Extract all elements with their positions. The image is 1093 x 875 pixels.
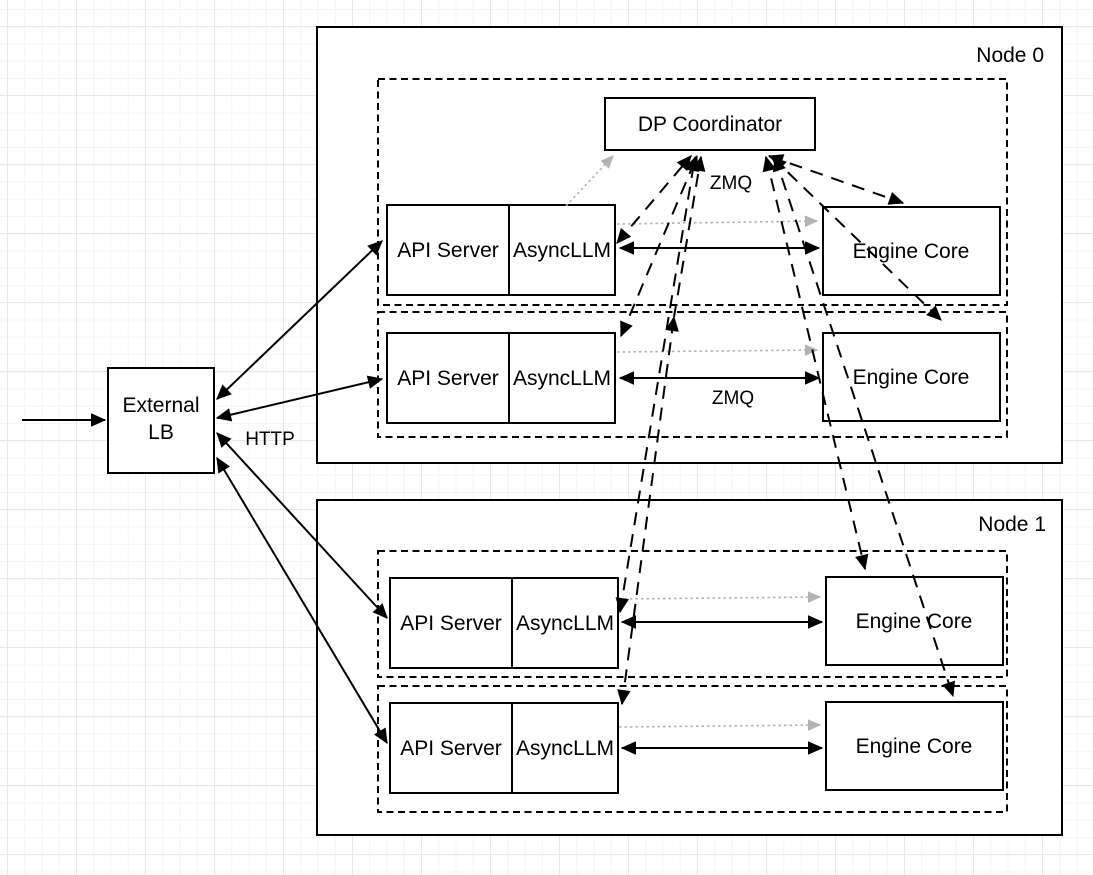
external-lb-label-line1: External bbox=[122, 394, 199, 417]
engine-core-label-1: Engine Core bbox=[853, 240, 970, 263]
http-edge-label: HTTP bbox=[245, 429, 295, 450]
apiserver-label-1: API Server bbox=[397, 239, 499, 262]
apiserver-label-4: API Server bbox=[400, 737, 502, 760]
apiserver-label-3: API Server bbox=[400, 612, 502, 635]
dp-coordinator-box bbox=[604, 97, 816, 151]
node0-dp-group-1 bbox=[377, 78, 1008, 306]
apiserver-asyncllm-box-3 bbox=[389, 577, 619, 669]
edge-lb-apiserver-2 bbox=[215, 375, 384, 422]
asyncllm-label-3: AsyncLLM bbox=[516, 612, 614, 635]
edge-lb-apiserver-1 bbox=[216, 240, 383, 400]
edge-dotted-asyncllm-engine-4 bbox=[618, 719, 822, 731]
apiserver-asyncllm-box-2 bbox=[386, 332, 616, 424]
node1-label: Node 1 bbox=[978, 513, 1046, 536]
edge-dashed-asyncllm4-coordinator-b bbox=[673, 155, 706, 318]
external-lb-box bbox=[107, 367, 215, 474]
edge-dashed-coordinator-engine-4 bbox=[772, 155, 956, 698]
apiserver-asyncllm-box-1 bbox=[386, 204, 616, 296]
external-lb-label-line2: LB bbox=[148, 421, 174, 444]
apiserver-label-2: API Server bbox=[397, 367, 499, 390]
engine-core-label-2: Engine Core bbox=[853, 366, 970, 389]
node1-dp-group-2 bbox=[377, 685, 1008, 813]
zmq-row2-edge-label: ZMQ bbox=[712, 388, 754, 409]
asyncllm-label-2: AsyncLLM bbox=[513, 367, 611, 390]
asyncllm-label-4: AsyncLLM bbox=[516, 737, 614, 760]
node0-label: Node 0 bbox=[976, 44, 1044, 67]
engine-core-box-4 bbox=[825, 701, 1004, 791]
apiserver-asyncllm-box-4 bbox=[389, 702, 619, 794]
edge-dotted-asyncllm1-coordinator bbox=[565, 155, 614, 207]
engine-core-label-3: Engine Core bbox=[856, 610, 973, 633]
edge-lb-apiserver-4 bbox=[216, 456, 388, 745]
engine-core-label-4: Engine Core bbox=[856, 735, 973, 758]
zmq-coordinator-edge-label: ZMQ bbox=[710, 173, 752, 194]
asyncllm-label-1: AsyncLLM bbox=[513, 239, 611, 262]
dp-coordinator-label: DP Coordinator bbox=[638, 113, 782, 136]
